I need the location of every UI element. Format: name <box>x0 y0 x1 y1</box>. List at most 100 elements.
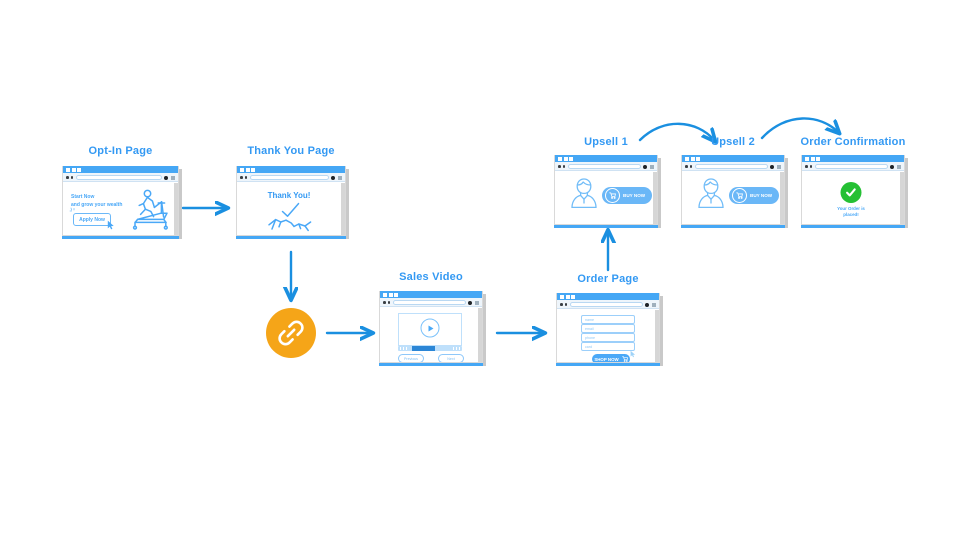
back-button[interactable] <box>805 165 808 168</box>
profile-icon[interactable] <box>770 164 774 169</box>
menu-icon[interactable] <box>652 302 656 307</box>
forward-button[interactable] <box>244 176 248 179</box>
buy-now-button[interactable]: BUY NOW <box>602 187 653 204</box>
browser-tab[interactable] <box>690 156 695 161</box>
forward-button[interactable] <box>564 303 568 306</box>
profile-icon[interactable] <box>645 302 649 307</box>
menu-icon[interactable] <box>777 164 781 169</box>
vertical-scrollbar[interactable] <box>780 172 784 224</box>
browser-tab[interactable] <box>251 167 255 172</box>
browser-titlebar <box>63 166 178 173</box>
browser-titlebar <box>802 155 904 162</box>
profile-icon[interactable] <box>890 164 894 169</box>
forward-button[interactable] <box>70 176 74 179</box>
buy-now-label: BUY NOW <box>750 193 773 198</box>
menu-icon[interactable] <box>650 164 654 169</box>
vertical-scrollbar[interactable] <box>900 172 904 224</box>
back-button[interactable] <box>560 303 563 306</box>
browser-tab[interactable] <box>560 294 564 299</box>
profile-icon[interactable] <box>468 300 472 305</box>
profile-icon[interactable] <box>643 164 647 169</box>
address-bar[interactable] <box>568 164 641 169</box>
back-button[interactable] <box>240 176 243 179</box>
forward-button[interactable] <box>689 165 693 168</box>
confirmation-text: Your Order is placed! <box>837 206 865 219</box>
person-icon <box>698 178 724 209</box>
optin-page-title: Opt-In Page <box>88 145 153 157</box>
browser-tabs <box>66 167 81 172</box>
shop-now-button[interactable]: SHOP NOW <box>592 354 630 362</box>
profile-icon[interactable] <box>331 175 335 180</box>
address-bar[interactable] <box>393 300 466 305</box>
vertical-scrollbar[interactable] <box>478 308 482 362</box>
profile-icon[interactable] <box>164 175 168 180</box>
window-bottom-bar <box>556 363 660 366</box>
vertical-scrollbar[interactable] <box>174 183 178 235</box>
menu-icon[interactable] <box>897 164 901 169</box>
browser-tab[interactable] <box>388 292 393 297</box>
video-player[interactable] <box>398 313 462 346</box>
browser-tab[interactable] <box>77 167 81 172</box>
back-button[interactable] <box>383 301 386 304</box>
cart-icon-ring <box>732 188 747 203</box>
browser-tabs <box>240 167 255 172</box>
vertical-scrollbar[interactable] <box>655 310 659 362</box>
forward-button[interactable] <box>387 301 391 304</box>
forward-button[interactable] <box>562 165 566 168</box>
optin-headline: Start Now and grow your wealth <box>71 194 122 209</box>
address-bar[interactable] <box>76 175 162 180</box>
browser-tab[interactable] <box>805 156 809 161</box>
menu-icon[interactable] <box>475 300 479 305</box>
address-bar[interactable] <box>695 164 768 169</box>
browser-tab[interactable] <box>383 292 387 297</box>
address-bar[interactable] <box>815 164 888 169</box>
name-field[interactable]: name <box>581 315 635 324</box>
browser-tab[interactable] <box>394 292 398 297</box>
phone-field[interactable]: phone <box>581 333 635 342</box>
window-bottom-bar <box>681 225 785 228</box>
thank-you-heading: Thank You! <box>267 191 311 200</box>
vertical-scrollbar[interactable] <box>653 172 657 224</box>
seek-tick <box>406 347 408 350</box>
browser-titlebar <box>555 155 657 162</box>
upsell2-canvas: BUY NOW <box>682 172 780 224</box>
email-field[interactable]: email <box>581 324 635 333</box>
back-button[interactable] <box>685 165 688 168</box>
browser-tab[interactable] <box>558 156 562 161</box>
browser-tab[interactable] <box>71 167 76 172</box>
browser-tab[interactable] <box>240 167 244 172</box>
browser-tab[interactable] <box>565 294 570 299</box>
optin-headline-line1: Start Now <box>71 194 95 200</box>
browser-tab[interactable] <box>245 167 250 172</box>
address-bar[interactable] <box>250 175 329 180</box>
confirmation-text-line2: placed! <box>843 212 859 218</box>
browser-tab[interactable] <box>685 156 689 161</box>
browser-tab[interactable] <box>571 294 575 299</box>
link-node[interactable] <box>266 308 316 358</box>
buy-now-button[interactable]: BUY NOW <box>729 187 780 204</box>
seek-bar[interactable] <box>398 346 462 351</box>
address-bar[interactable] <box>570 302 643 307</box>
card-field[interactable]: card <box>581 342 635 351</box>
forward-button[interactable] <box>809 165 813 168</box>
previous-button[interactable]: Previous <box>398 354 424 362</box>
check-circle-icon <box>840 182 862 203</box>
play-icon[interactable] <box>420 318 440 338</box>
back-button[interactable] <box>558 165 561 168</box>
browser-toolbar <box>380 298 482 307</box>
back-button[interactable] <box>66 176 69 179</box>
browser-tab[interactable] <box>816 156 820 161</box>
browser-tab[interactable] <box>66 167 70 172</box>
browser-tab[interactable] <box>569 156 573 161</box>
browser-tab[interactable] <box>810 156 815 161</box>
window-bottom-bar <box>801 225 905 228</box>
menu-icon[interactable] <box>338 175 342 180</box>
browser-tab[interactable] <box>563 156 568 161</box>
apply-now-button[interactable]: Apply Now <box>73 213 111 226</box>
browser-tab[interactable] <box>696 156 700 161</box>
window-bottom-bar <box>62 236 179 239</box>
next-button[interactable]: Next <box>438 354 464 362</box>
phone-field-placeholder: phone <box>585 335 595 340</box>
menu-icon[interactable] <box>171 175 175 180</box>
vertical-scrollbar[interactable] <box>341 183 345 235</box>
